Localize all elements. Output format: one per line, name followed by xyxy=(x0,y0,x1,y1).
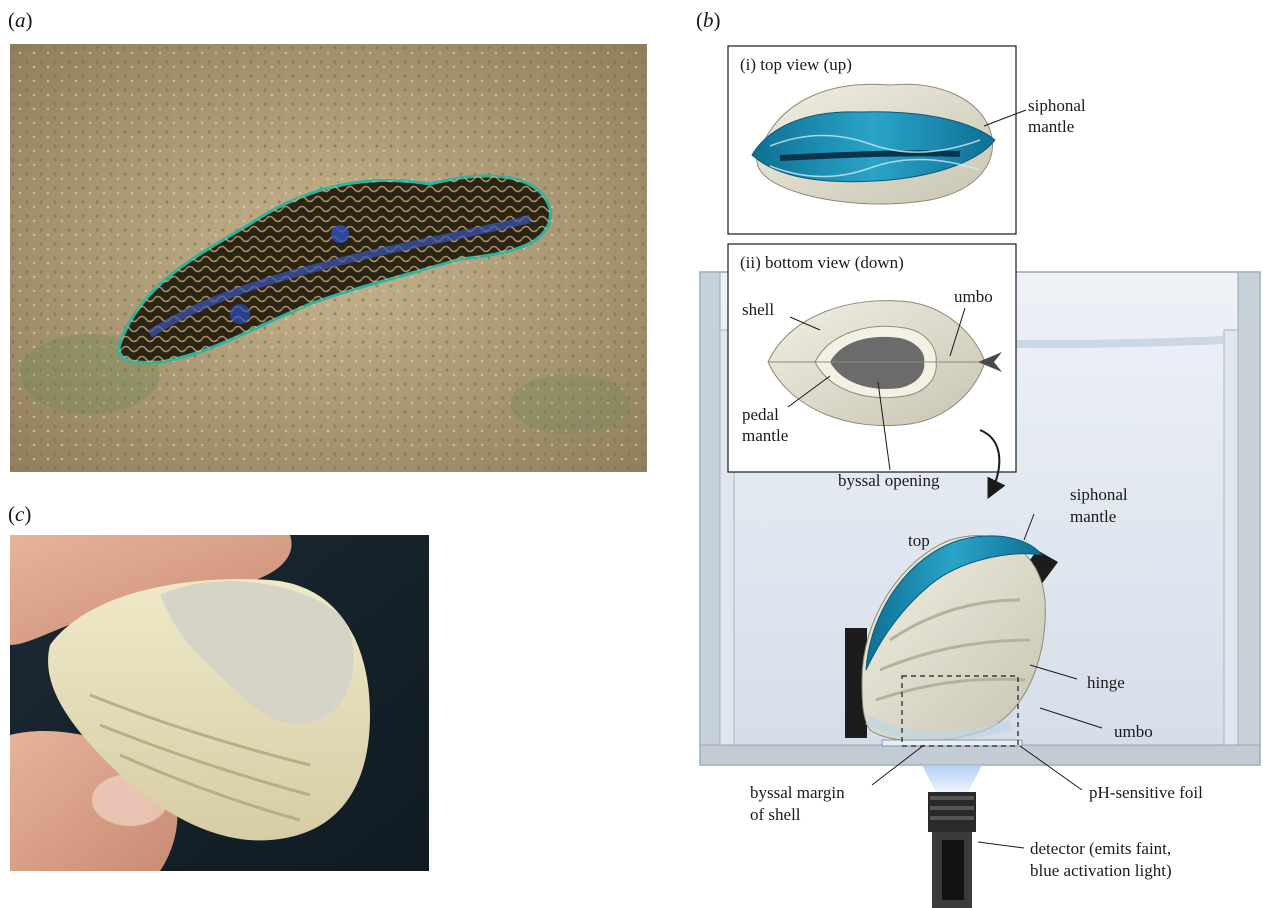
ph-foil-strip xyxy=(882,740,1022,746)
label-byssal-margin-2: of shell xyxy=(750,805,801,824)
label-pedal-mantle-1: pedal xyxy=(742,405,779,424)
label-siphonal-mantle-top-2: mantle xyxy=(1028,117,1074,136)
label-ph-foil: pH-sensitive foil xyxy=(1089,783,1203,802)
label-byssal-margin-1: byssal margin xyxy=(750,783,845,802)
label-siphonal-mantle-tank-2: mantle xyxy=(1070,507,1116,526)
clam-measurement-diagram: (i) top view (up) siphonal mantle (ii) b… xyxy=(690,40,1263,908)
label-pedal-mantle-2: mantle xyxy=(742,426,788,445)
label-hinge: hinge xyxy=(1087,673,1125,692)
detector xyxy=(922,765,982,908)
label-shell: shell xyxy=(742,300,774,319)
panel-label-c: (c) xyxy=(8,502,31,527)
panel-label-b: (b) xyxy=(696,8,721,33)
photo-clam-in-hand xyxy=(10,535,429,871)
label-byssal-opening: byssal opening xyxy=(838,471,940,490)
panel-label-a: (a) xyxy=(8,8,33,33)
leader-detector xyxy=(978,842,1024,848)
label-umbo: umbo xyxy=(1114,722,1153,741)
label-siphonal-mantle-tank-1: siphonal xyxy=(1070,485,1128,504)
top-view-title: (i) top view (up) xyxy=(740,55,852,74)
photo-clam-on-reef xyxy=(10,44,647,472)
label-detector-2: blue activation light) xyxy=(1030,861,1172,880)
label-top: top xyxy=(908,531,930,550)
label-umbo-top: umbo xyxy=(954,287,993,306)
top-view-box: (i) top view (up) xyxy=(728,46,1016,234)
label-detector-1: detector (emits faint, xyxy=(1030,839,1171,858)
bottom-view-title: (ii) bottom view (down) xyxy=(740,253,904,272)
label-siphonal-mantle-top-1: siphonal xyxy=(1028,96,1086,115)
